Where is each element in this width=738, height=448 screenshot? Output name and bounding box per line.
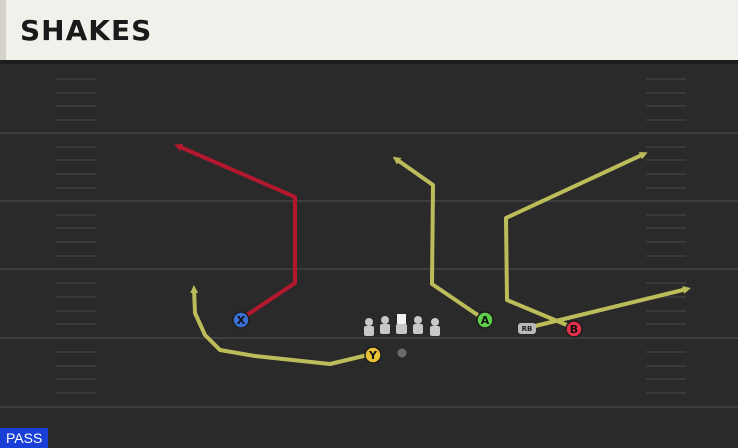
- receiver-a[interactable]: A: [476, 311, 494, 329]
- lineman-icon: [430, 318, 440, 336]
- svg-text:X: X: [237, 314, 246, 327]
- play-field: X Y A B RB: [0, 78, 738, 408]
- yard-lines: [0, 132, 738, 408]
- quarterback-marker: [397, 348, 407, 358]
- play-header: SHAKES: [0, 0, 738, 60]
- svg-text:Y: Y: [368, 349, 378, 362]
- svg-text:RB: RB: [522, 325, 533, 333]
- svg-text:B: B: [570, 323, 578, 336]
- center-icon: [396, 314, 407, 334]
- lineman-icon: [380, 316, 390, 334]
- lineman-icon: [413, 316, 423, 334]
- route-x[interactable]: [174, 143, 297, 321]
- route-rb[interactable]: [526, 286, 691, 330]
- hash-marks-right: [646, 78, 686, 394]
- hash-marks-left: [56, 78, 96, 394]
- play-title: SHAKES: [20, 14, 153, 47]
- header-shadow: [0, 60, 738, 64]
- svg-text:A: A: [481, 314, 490, 327]
- receiver-x[interactable]: X: [232, 311, 250, 329]
- route-y[interactable]: [190, 285, 373, 366]
- receiver-b[interactable]: B: [565, 320, 583, 338]
- route-a[interactable]: [392, 156, 487, 322]
- play-type-badge: PASS: [0, 428, 49, 448]
- running-back[interactable]: RB: [518, 323, 536, 334]
- offensive-line: [364, 314, 440, 336]
- header-accent-bar: [0, 0, 6, 60]
- lineman-icon: [364, 318, 374, 336]
- receiver-y[interactable]: Y: [364, 346, 382, 364]
- route-b[interactable]: [504, 152, 648, 330]
